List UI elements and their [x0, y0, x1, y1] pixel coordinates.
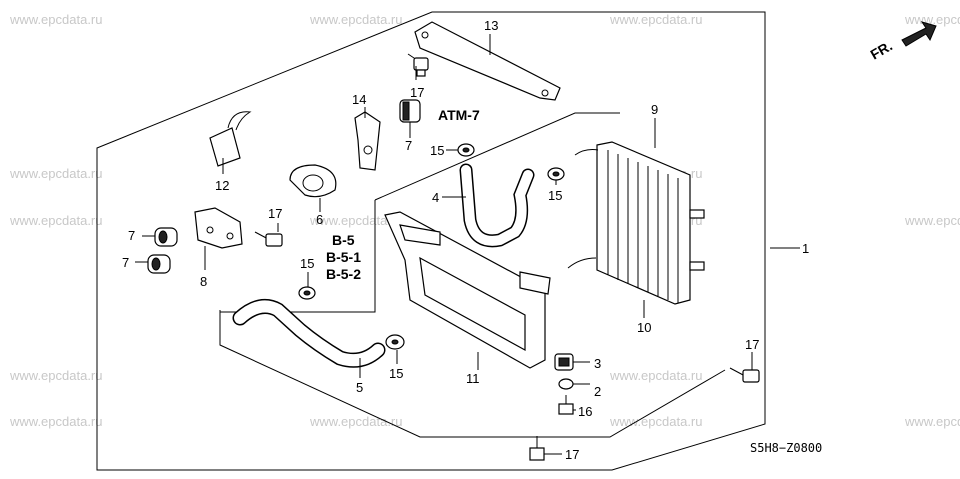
part-9-cooler-core: [567, 141, 705, 305]
callout-4: 4: [432, 190, 439, 205]
part-7-clamp-top: [399, 99, 421, 123]
ref-code-b-5: B-5: [332, 232, 355, 248]
part-11-frame: [384, 211, 551, 369]
callout-14: 14: [352, 92, 366, 107]
watermark: www.epcdata.ru: [309, 12, 403, 27]
cooler-group-outline-top: [374, 112, 620, 201]
watermark: www.epcdata.ru: [609, 12, 703, 27]
fr-label: FR.: [868, 37, 896, 62]
callout-15-atm: 15: [430, 143, 444, 158]
callout-10: 10: [637, 320, 651, 335]
callout-1: 1: [802, 241, 809, 256]
callout-8: 8: [200, 274, 207, 289]
callout-7-left-b: 7: [122, 255, 129, 270]
assembly-boundary: [96, 11, 766, 471]
ref-code-b-5-1: B-5-1: [326, 249, 361, 265]
part-17-bolt-right: [729, 367, 760, 383]
part-15-clip-atm: [457, 143, 475, 157]
part-17-bolt-bottom: [529, 436, 545, 461]
callout-16: 16: [578, 404, 592, 419]
callout-7-top: 7: [405, 138, 412, 153]
callout-3: 3: [594, 356, 601, 371]
fr-arrow-icon: [901, 21, 937, 47]
watermark: www.epcdata.ru: [904, 12, 960, 27]
callout-15-right: 15: [548, 188, 562, 203]
watermark: www.epcdata.ru: [9, 166, 103, 181]
watermark: www.epcdata.ru: [904, 414, 960, 429]
part-4-hose: [459, 163, 535, 248]
part-6-clamp: [289, 164, 337, 198]
watermark: www.epcdata.ru: [9, 213, 103, 228]
watermark: www.epcdata.ru: [9, 414, 103, 429]
part-7-clamp-left-a: [154, 227, 178, 247]
watermark: www.epcdata.ru: [309, 414, 403, 429]
watermark: www.epcdata.ru: [9, 12, 103, 27]
callout-17-top: 17: [410, 85, 424, 100]
callout-15-left: 15: [300, 256, 314, 271]
callout-9: 9: [651, 102, 658, 117]
part-7-clamp-left-b: [147, 254, 171, 274]
cooler-group-outline: [219, 310, 726, 438]
part-13-bracket: [414, 21, 561, 101]
watermark: www.epcdata.ru: [9, 368, 103, 383]
part-15-clip-right: [547, 167, 565, 181]
callout-2: 2: [594, 384, 601, 399]
callout-11: 11: [466, 371, 480, 386]
watermark: www.epcdata.ru: [609, 414, 703, 429]
part-15-clip-lower: [385, 334, 405, 350]
callout-12: 12: [215, 178, 229, 193]
callout-5: 5: [356, 380, 363, 395]
part-8-bracket: [194, 207, 243, 249]
callout-7-left-a: 7: [128, 228, 135, 243]
callout-17-left: 17: [268, 206, 282, 221]
part-15-clip-left: [298, 286, 316, 300]
part-3-grommet: [554, 353, 574, 371]
part-12-label-tag: [209, 111, 252, 167]
watermark: www.epcdata.ru: [309, 213, 403, 228]
part-5-hose: [232, 298, 386, 368]
part-14-bracket: [354, 111, 381, 171]
part-16-bolt: [558, 395, 574, 415]
callout-15-lower: 15: [389, 366, 403, 381]
callout-6: 6: [316, 212, 323, 227]
ref-code-b-5-2: B-5-2: [326, 266, 361, 282]
watermark: www.epcdata.ru: [609, 368, 703, 383]
part-2-collar: [558, 378, 574, 390]
part-17-bolt-left: [254, 231, 283, 247]
callout-17-bottom: 17: [565, 447, 579, 462]
front-direction-marker: FR.: [868, 21, 937, 63]
ref-code-atm-7: ATM-7: [438, 107, 480, 123]
callout-17-right: 17: [745, 337, 759, 352]
watermark: www.epcdata.ru: [904, 213, 960, 228]
diagram-code: S5H8−Z0800: [750, 441, 822, 455]
leader-lines: [135, 34, 800, 455]
part-17-bolt-top: [407, 53, 429, 77]
callout-13: 13: [484, 18, 498, 33]
